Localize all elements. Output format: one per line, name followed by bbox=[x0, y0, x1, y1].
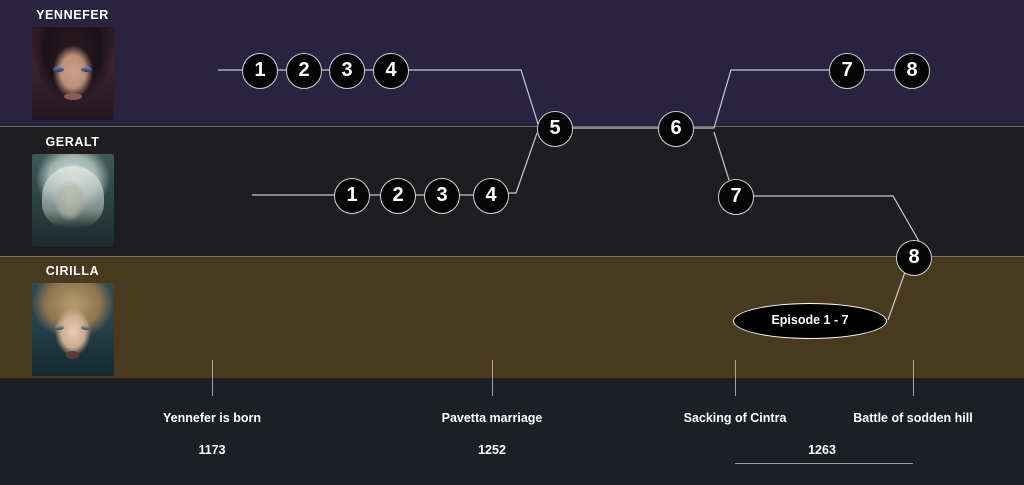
timeline-grouped-year: 1263 bbox=[808, 443, 836, 457]
timeline-event-label[interactable]: Sacking of Cintra bbox=[683, 411, 787, 425]
timeline-tick-1 bbox=[492, 360, 493, 396]
episode-node-geralt-2[interactable]: 2 bbox=[380, 178, 416, 214]
episode-range-tooltip[interactable]: Episode 1 - 7 bbox=[733, 303, 887, 339]
character-card-geralt[interactable]: GERALT bbox=[0, 135, 145, 247]
episode-node-yennefer-2[interactable]: 2 bbox=[286, 53, 322, 89]
timeline-tick-3 bbox=[913, 360, 914, 396]
timeline-footer bbox=[0, 378, 1024, 485]
character-card-yennefer[interactable]: YENNEFER bbox=[0, 8, 145, 120]
timeline-event-label[interactable]: Battle of sodden hill bbox=[853, 411, 973, 425]
timeline-year-bracket bbox=[735, 463, 913, 464]
episode-node-yennefer-6[interactable]: 6 bbox=[658, 111, 694, 147]
timeline-tick-2 bbox=[735, 360, 736, 396]
episode-node-yennefer-3[interactable]: 3 bbox=[329, 53, 365, 89]
geralt-portrait bbox=[31, 154, 114, 247]
episode-node-yennefer-1[interactable]: 1 bbox=[242, 53, 278, 89]
cirilla-portrait bbox=[31, 283, 114, 376]
band-geralt bbox=[0, 126, 1024, 256]
character-name-yennefer: YENNEFER bbox=[36, 8, 109, 22]
timeline-tick-0 bbox=[212, 360, 213, 396]
band-separator-1 bbox=[0, 126, 1024, 127]
episode-node-yennefer-8[interactable]: 8 bbox=[894, 53, 930, 89]
episode-node-yennefer-4[interactable]: 4 bbox=[373, 53, 409, 89]
timeline-event-label[interactable]: Pavetta marriage bbox=[441, 411, 543, 425]
episode-node-yennefer-5[interactable]: 5 bbox=[537, 111, 573, 147]
episode-node-geralt-7[interactable]: 7 bbox=[718, 179, 754, 215]
episode-node-geralt-3[interactable]: 3 bbox=[424, 178, 460, 214]
episode-node-yennefer-7[interactable]: 7 bbox=[829, 53, 865, 89]
yennefer-portrait bbox=[31, 27, 114, 120]
episode-node-geralt-4[interactable]: 4 bbox=[473, 178, 509, 214]
episode-node-geralt-1[interactable]: 1 bbox=[334, 178, 370, 214]
character-name-cirilla: CIRILLA bbox=[45, 264, 100, 278]
episode-node-geralt-8[interactable]: 8 bbox=[896, 240, 932, 276]
timeline-event-year: 1173 bbox=[198, 443, 226, 457]
character-card-cirilla[interactable]: CIRILLA bbox=[0, 264, 145, 376]
timeline-event-year: 1252 bbox=[478, 443, 506, 457]
timeline-event-label[interactable]: Yennefer is born bbox=[163, 411, 261, 425]
band-yennefer bbox=[0, 0, 1024, 126]
character-name-geralt: GERALT bbox=[45, 135, 100, 149]
band-separator-2 bbox=[0, 256, 1024, 257]
